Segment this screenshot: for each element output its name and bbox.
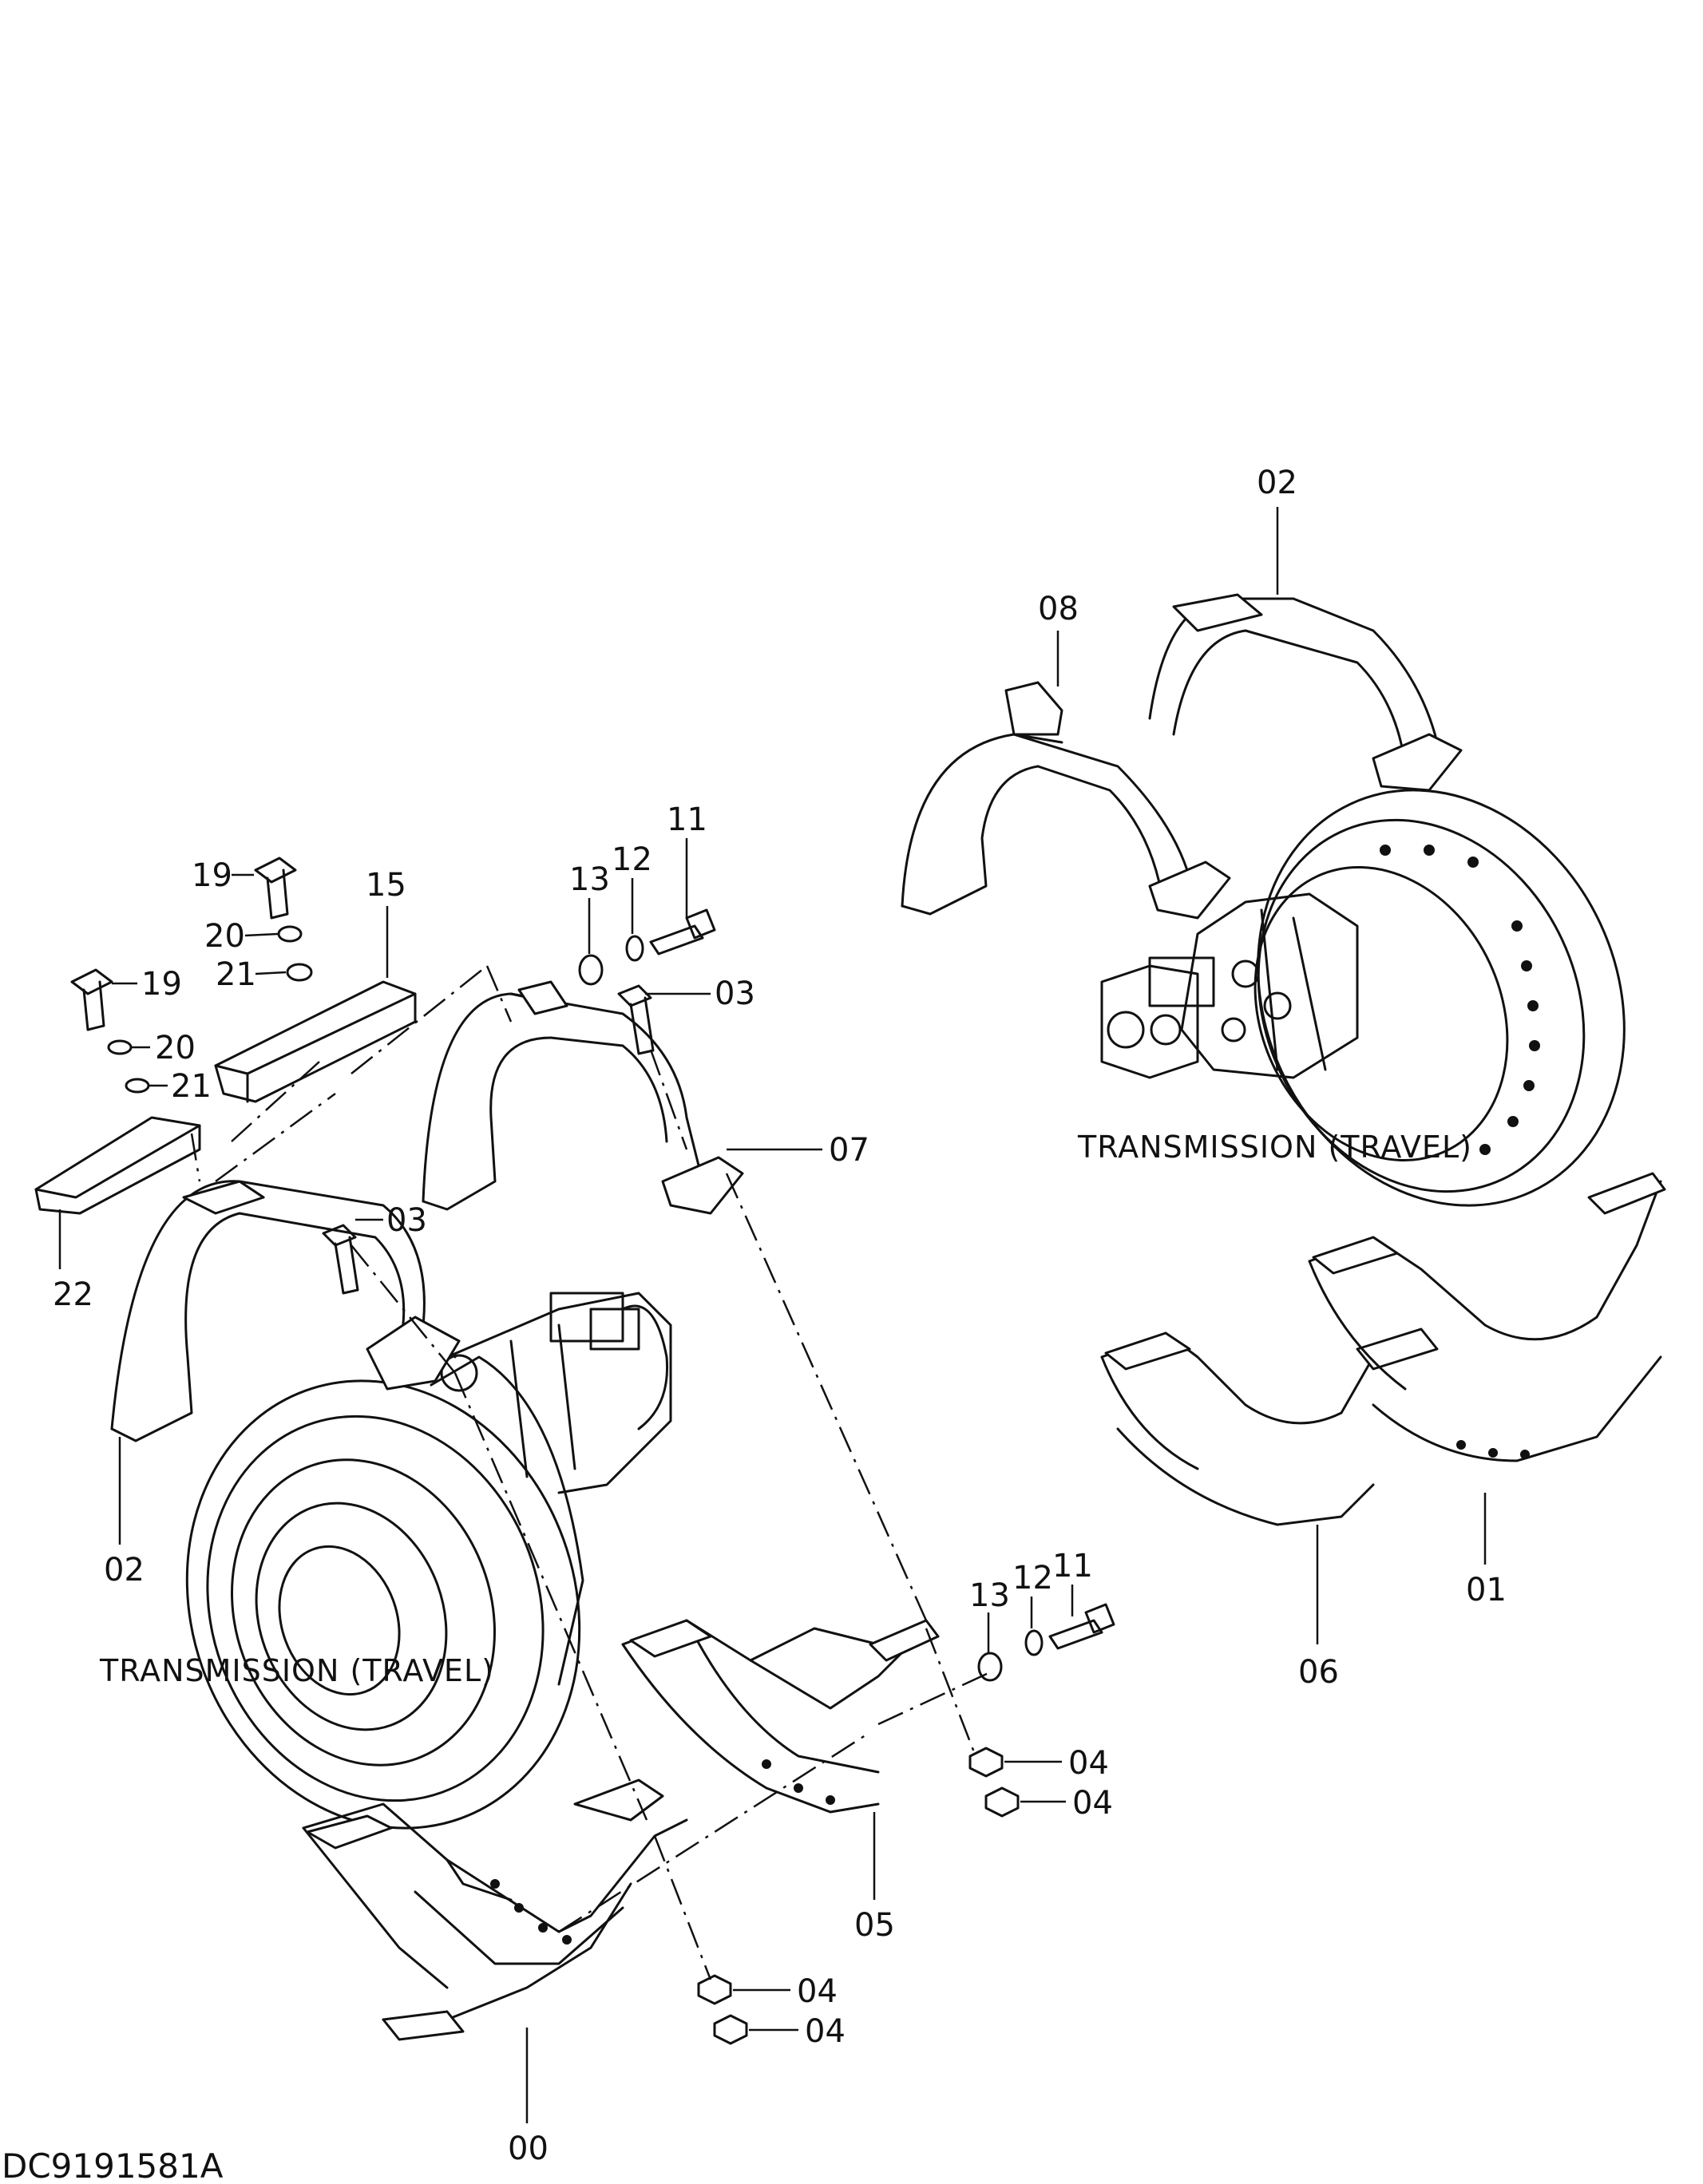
bracket-15 (214, 980, 417, 1103)
cover-02-left (110, 1180, 461, 1442)
callout-13-upper: 13 (569, 861, 610, 898)
callout-03-upper: 03 (715, 975, 755, 1012)
lock-washer-12-upper (625, 935, 644, 962)
bolt-11-lower (1048, 1603, 1115, 1650)
assembly-centerlines (190, 965, 991, 1980)
nut-04-a (968, 1747, 1004, 1778)
assembly-label-left: TRANSMISSION (TRAVEL) (99, 1653, 494, 1688)
washer-21-lower (125, 1078, 150, 1094)
guard-06 (1100, 1327, 1439, 1526)
callout-05: 05 (854, 1907, 895, 1944)
callout-22: 22 (53, 1276, 93, 1313)
callout-03-lower: 03 (386, 1202, 427, 1239)
lock-washer-12-lower (1024, 1629, 1044, 1656)
bolt-03-lower (322, 1224, 359, 1295)
callout-07: 07 (829, 1132, 869, 1169)
callout-20-lower: 20 (155, 1030, 196, 1066)
callout-00: 00 (508, 2131, 549, 2167)
guard-01 (1308, 1172, 1666, 1462)
transmission-right (1100, 789, 1626, 1207)
leader-lines (58, 507, 1487, 2123)
callout-13-lower: 13 (969, 1577, 1010, 1614)
cover-08 (901, 681, 1231, 920)
callout-21-upper: 21 (216, 956, 256, 993)
lock-washer-20-upper (277, 925, 303, 943)
callout-01: 01 (1466, 1572, 1507, 1608)
cover-02-right (1148, 593, 1463, 792)
drawing-code: DC9191581A (2, 2146, 224, 2184)
callout-19-lower: 19 (141, 966, 182, 1003)
callout-04-b: 04 (1072, 1785, 1113, 1822)
callout-12-lower: 12 (1012, 1560, 1053, 1596)
bolt-03-upper (617, 984, 655, 1055)
nut-04-d (713, 2014, 748, 2045)
guard-05 (621, 1619, 940, 1814)
assembly-label-right: TRANSMISSION (TRAVEL) (1077, 1130, 1472, 1165)
callouts: 02 08 11 12 13 03 03 15 19 20 21 19 20 2… (53, 465, 1507, 2167)
callout-20-upper: 20 (204, 918, 245, 955)
washer-21-upper (286, 963, 313, 982)
guard-00 (302, 1778, 688, 2041)
nut-04-c (697, 1974, 732, 2005)
bolt-19-lower (70, 968, 113, 1031)
bolt-19-upper (254, 857, 297, 920)
callout-04-a: 04 (1068, 1745, 1109, 1782)
cover-07 (422, 980, 744, 1215)
callout-11-upper: 11 (667, 801, 707, 838)
callout-21-lower: 21 (171, 1068, 212, 1105)
callout-02-left: 02 (104, 1552, 145, 1589)
plate-22 (34, 1116, 201, 1215)
washer-13-lower (977, 1652, 1003, 1682)
callout-11-lower: 11 (1052, 1548, 1093, 1585)
transmission-left (185, 1292, 672, 1830)
callout-08: 08 (1038, 591, 1079, 627)
callout-15: 15 (366, 867, 406, 904)
callout-04-d: 04 (805, 2013, 846, 2050)
callout-06: 06 (1298, 1654, 1339, 1691)
nut-04-b (984, 1786, 1020, 1818)
callout-02-right: 02 (1257, 465, 1297, 501)
bolt-11-upper (649, 908, 716, 956)
washer-13-upper (578, 954, 604, 986)
lock-washer-20-lower (107, 1039, 133, 1055)
callout-04-c: 04 (797, 1973, 838, 2010)
callout-12-upper: 12 (612, 841, 652, 878)
callout-19-upper: 19 (192, 857, 232, 894)
